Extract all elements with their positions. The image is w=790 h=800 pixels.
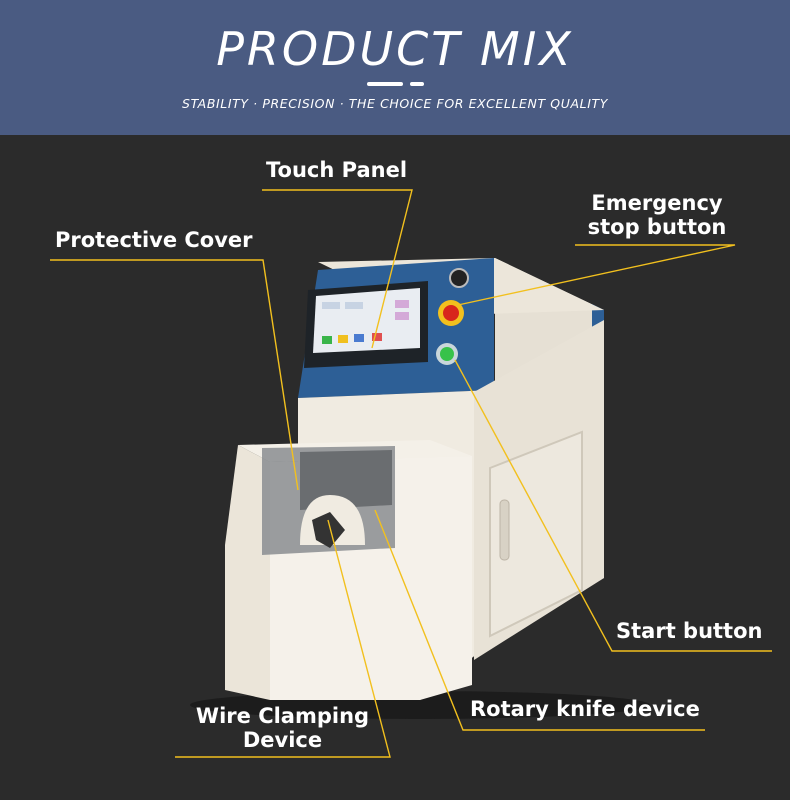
page-subtitle: STABILITY · PRECISION · THE CHOICE FOR E… xyxy=(182,96,608,111)
leader-protective-cover xyxy=(50,259,299,491)
label-protective-cover: Protective Cover xyxy=(55,228,253,252)
leader-start-button xyxy=(454,359,772,652)
label-start-button: Start button xyxy=(616,619,763,643)
screen-button xyxy=(395,300,409,308)
screen-button xyxy=(354,334,364,342)
label-emergency-stop-line2: stop button xyxy=(587,215,727,239)
title-underline-short xyxy=(410,82,424,86)
leader-rotary-knife xyxy=(374,509,705,731)
screen-button xyxy=(395,312,409,320)
cover-interior xyxy=(300,450,392,510)
screen-button xyxy=(372,333,382,341)
screen-button xyxy=(345,302,363,309)
front-box-left xyxy=(225,445,270,700)
door-handle xyxy=(499,499,510,561)
label-wire-clamping: Wire Clamping Device xyxy=(180,704,385,752)
key-switch-icon xyxy=(449,268,469,288)
side-door xyxy=(489,430,583,638)
label-rotary-knife: Rotary knife device xyxy=(470,697,700,721)
leader-lines xyxy=(50,189,772,758)
label-emergency-stop: Emergency stop button xyxy=(582,191,732,239)
wire-clamp-jaw xyxy=(312,512,345,548)
leader-wire-clamping xyxy=(175,519,391,758)
label-wire-clamping-line1: Wire Clamping xyxy=(195,704,370,728)
screen-button xyxy=(338,335,348,343)
header-banner: PRODUCT MIX STABILITY · PRECISION · THE … xyxy=(0,0,790,135)
screen-button xyxy=(322,336,332,344)
screen-button xyxy=(322,302,340,309)
label-wire-clamping-line2: Device xyxy=(242,728,323,752)
emergency-stop-button-icon xyxy=(443,305,459,321)
start-button-icon xyxy=(440,347,454,361)
label-emergency-stop-line1: Emergency xyxy=(591,191,723,215)
page-title: PRODUCT MIX xyxy=(216,22,574,76)
leader-emergency-stop xyxy=(457,244,736,306)
label-touch-panel: Touch Panel xyxy=(266,158,408,182)
title-underline-long xyxy=(367,82,403,86)
leader-touch-panel xyxy=(262,189,413,349)
